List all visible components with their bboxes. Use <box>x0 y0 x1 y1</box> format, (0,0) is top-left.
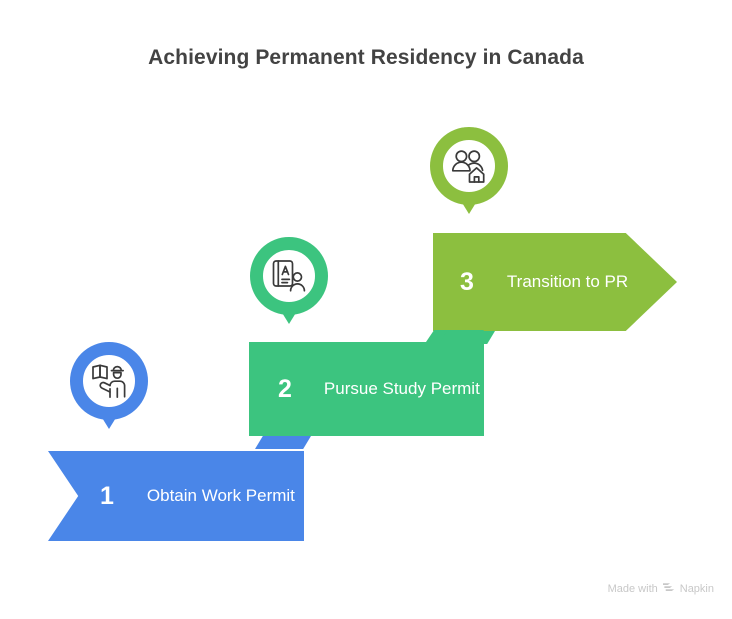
step-1-pin-marker <box>70 342 148 429</box>
step-2-pin-marker <box>250 237 328 324</box>
step-3-pin-marker <box>430 127 508 214</box>
step-2-label: Pursue Study Permit <box>323 378 480 398</box>
construction-worker-icon <box>89 361 129 401</box>
step-3-band[interactable]: 3 Transition to PR <box>433 233 677 331</box>
page-title: Achieving Permanent Residency in Canada <box>148 46 584 69</box>
family-home-icon <box>449 146 489 186</box>
step-1-number: 1 <box>100 481 114 510</box>
step-1-band[interactable]: 1 Obtain Work Permit <box>48 451 304 541</box>
study-book-person-icon <box>269 256 309 296</box>
watermark: Made with Napkin <box>608 582 714 596</box>
watermark-prefix: Made with <box>607 583 658 595</box>
watermark-brand: Napkin <box>679 583 714 595</box>
step-1-label: Obtain Work Permit <box>146 485 295 505</box>
connector-tab-step1-step2 <box>255 436 311 449</box>
step-2-number: 2 <box>278 374 292 403</box>
step-2-band[interactable]: 2 Pursue Study Permit <box>249 342 484 436</box>
napkin-logo-icon <box>662 582 675 596</box>
connector-tab-step2-step3 <box>439 331 495 344</box>
step-3-label: Transition to PR <box>506 271 629 291</box>
step-3-number: 3 <box>460 267 474 296</box>
